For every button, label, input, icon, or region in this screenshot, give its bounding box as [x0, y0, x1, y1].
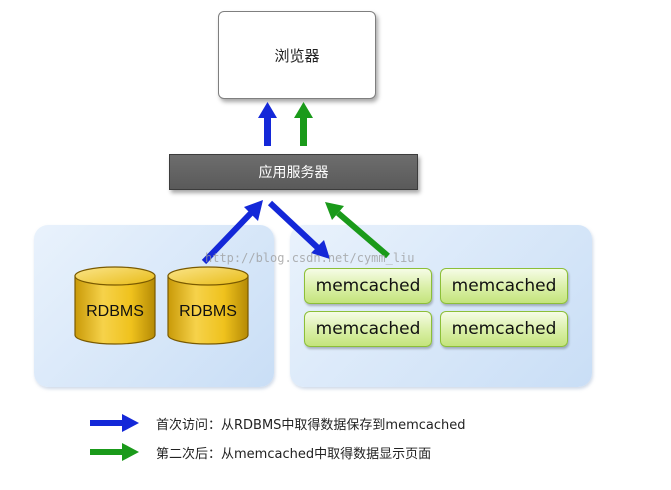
memcached-node: memcached: [304, 311, 432, 347]
legend-arrow-blue: [90, 414, 139, 432]
arrow-memcached-to-server: [325, 202, 390, 259]
arrow-up-blue: [258, 102, 277, 146]
memcached-node: memcached: [440, 311, 568, 347]
memcached-panel: [290, 225, 592, 387]
memcached-label: memcached: [315, 276, 421, 296]
database-label: RDBMS: [179, 303, 237, 320]
legend-arrow-green: [90, 443, 139, 461]
database-cylinder: RDBMS: [74, 266, 156, 345]
memcached-node: memcached: [440, 268, 568, 304]
memcached-label: memcached: [451, 276, 557, 296]
app-server-label: 应用服务器: [258, 165, 329, 181]
arrow-up-green: [294, 102, 313, 146]
database-cylinder: RDBMS: [167, 266, 249, 345]
memcached-label: memcached: [315, 319, 421, 339]
memcached-node: memcached: [304, 268, 432, 304]
arrow-db-to-server: [201, 200, 263, 265]
memcached-label: memcached: [451, 319, 557, 339]
app-server-node: 应用服务器: [169, 154, 418, 190]
database-label: RDBMS: [86, 303, 144, 320]
arrow-server-to-memcached: [267, 200, 330, 259]
legend-first-access: 首次访问：从RDBMS中取得数据保存到memcached: [156, 418, 466, 433]
browser-label: 浏览器: [274, 46, 320, 65]
legend-second-access: 第二次后：从memcached中取得数据显示页面: [156, 447, 432, 462]
watermark-text: http://blog.csdn.net/cymm_liu: [205, 251, 415, 265]
browser-node: 浏览器: [218, 11, 376, 99]
